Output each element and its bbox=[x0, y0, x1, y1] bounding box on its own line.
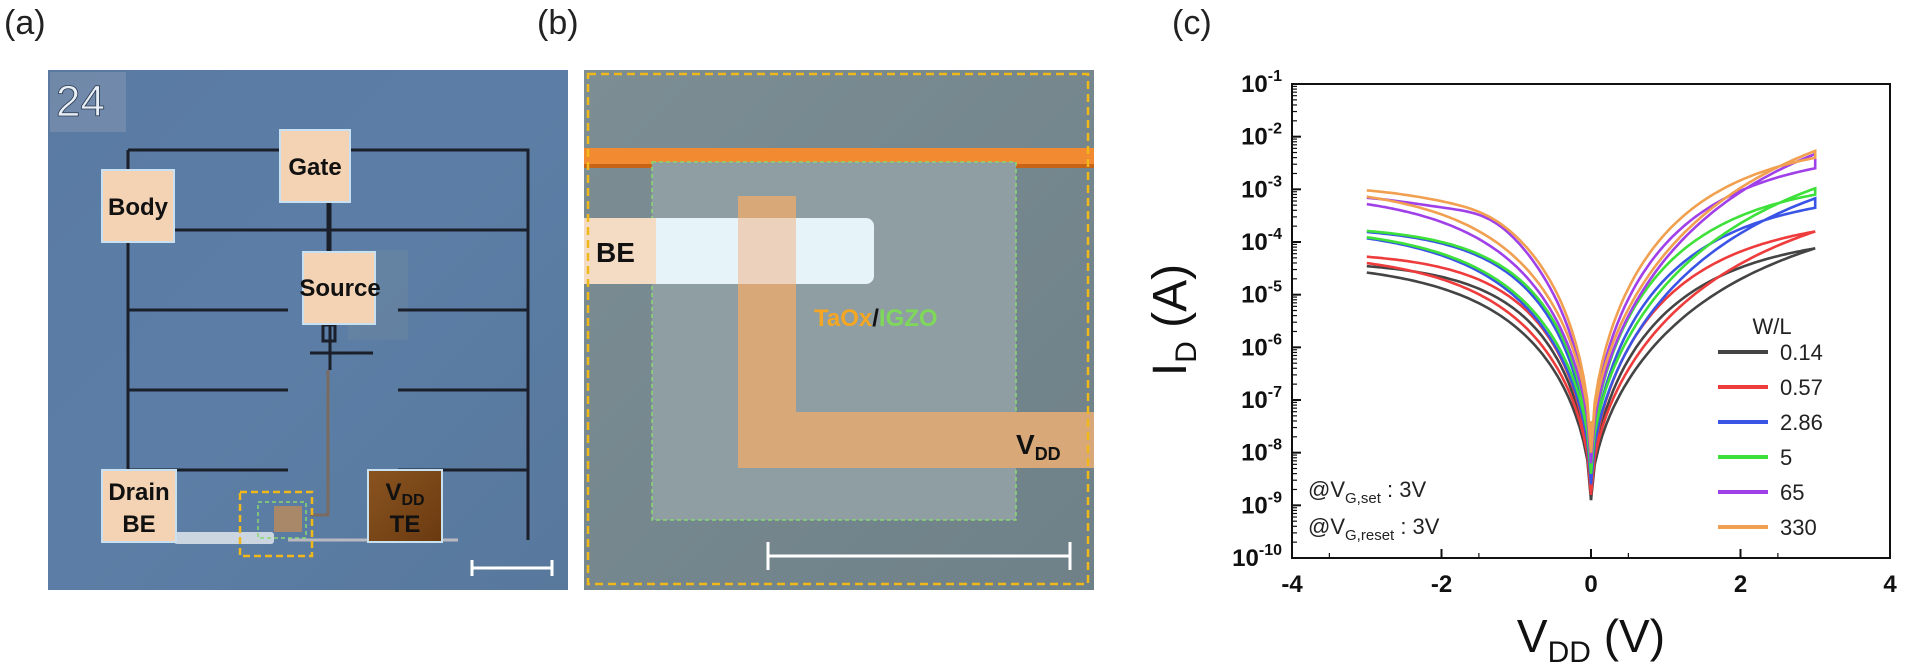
curve-wl-65 bbox=[1366, 152, 1817, 464]
y-tick-label: 10-1 bbox=[1241, 68, 1282, 98]
x-tick-label: 4 bbox=[1883, 571, 1897, 598]
curve-wl-0_57 bbox=[1366, 230, 1816, 495]
scale-bar-b bbox=[766, 542, 1072, 570]
panel-label-b: (b) bbox=[537, 4, 579, 42]
device-inner-box bbox=[257, 501, 307, 539]
y-axis-label: ID (A) bbox=[1144, 264, 1203, 376]
device-highlight-box bbox=[238, 490, 314, 558]
chip-number: 24 bbox=[56, 77, 105, 126]
scale-bar-a bbox=[470, 560, 554, 576]
annotation-reset: @VG,reset : 3V bbox=[1308, 514, 1440, 544]
vdd-label: VDD bbox=[1016, 429, 1061, 464]
iv-curves bbox=[1366, 149, 1817, 501]
legend-label-0_14: 0.14 bbox=[1780, 340, 1823, 365]
y-tick-label: 10-5 bbox=[1241, 279, 1282, 309]
annotation-set: @VG,set : 3V bbox=[1308, 477, 1426, 507]
y-tick-label: 10-9 bbox=[1241, 489, 1282, 519]
x-axis-label: VDD (V) bbox=[1517, 610, 1665, 666]
source-pad-label: Source bbox=[299, 275, 380, 302]
y-tick-label: 10-2 bbox=[1241, 121, 1282, 151]
panel-label-c: (c) bbox=[1172, 4, 1212, 42]
igzo-outline bbox=[651, 161, 1017, 521]
x-tick-label: -4 bbox=[1281, 571, 1303, 598]
bottom-electrode bbox=[584, 218, 874, 284]
legend-label-2_86: 2.86 bbox=[1780, 410, 1823, 435]
vdd-te-pad-label-2: TE bbox=[390, 511, 421, 538]
curve-wl-0_14 bbox=[1366, 247, 1816, 501]
material-label: TaOx/IGZO bbox=[814, 305, 938, 332]
chip-number-box bbox=[50, 72, 126, 132]
drain-pad-label-1: Drain bbox=[108, 479, 169, 506]
x-tick-label: 2 bbox=[1734, 571, 1747, 598]
legend-label-65: 65 bbox=[1780, 480, 1804, 505]
panel-b-micrograph: BE TaOx/IGZO VDD bbox=[584, 70, 1094, 590]
y-ticks: 10-10 10-9 10-8 10-7 10-6 10-5 10-4 10-3 10-2 10-… bbox=[1232, 68, 1301, 572]
legend-label-5: 5 bbox=[1780, 445, 1792, 470]
gate-pad bbox=[279, 129, 351, 203]
legend-title: W/L bbox=[1752, 314, 1791, 339]
vdd-te-pad-label-1: VDD bbox=[385, 479, 424, 509]
source-pad bbox=[302, 251, 376, 325]
legend-label-330: 330 bbox=[1780, 515, 1817, 540]
device-region bbox=[274, 506, 302, 532]
legend-label-0_57: 0.57 bbox=[1780, 375, 1823, 400]
curve-wl-330 bbox=[1366, 149, 1817, 453]
y-tick-label: 10-4 bbox=[1241, 226, 1282, 256]
y-tick-label: 10-8 bbox=[1241, 437, 1282, 467]
curve-wl-5 bbox=[1366, 186, 1817, 474]
y-tick-label: 10-3 bbox=[1241, 173, 1282, 203]
gate-pad-label: Gate bbox=[288, 154, 341, 181]
vdd-te-pad bbox=[367, 469, 443, 543]
x-tick-label: -2 bbox=[1431, 571, 1452, 598]
be-label: BE bbox=[596, 237, 635, 268]
legend: 0.14 0.57 2.86 5 65 330 bbox=[1718, 340, 1823, 540]
drain-pad bbox=[101, 469, 177, 543]
y-tick-label: 10-7 bbox=[1241, 384, 1282, 414]
panel-label-a: (a) bbox=[4, 4, 46, 42]
body-pad bbox=[101, 169, 175, 243]
iv-chart: 10-1010-910-810-710-610-510-410-310-210-… bbox=[1144, 68, 1897, 666]
body-pad-label: Body bbox=[108, 194, 169, 221]
curve-wl-2_86 bbox=[1366, 196, 1817, 485]
y-tick-label: 10-6 bbox=[1241, 331, 1282, 361]
drain-pad-label-2: BE bbox=[122, 511, 155, 538]
outer-highlight-box bbox=[586, 72, 1090, 586]
panel-a-micrograph: 24 Gate Body Source Drain BE VDD TE bbox=[48, 70, 568, 590]
x-tick-label: 0 bbox=[1584, 571, 1597, 598]
x-ticks: -4 -2 0 2 4 bbox=[1281, 549, 1897, 598]
y-tick-label: 10-10 bbox=[1232, 542, 1282, 572]
